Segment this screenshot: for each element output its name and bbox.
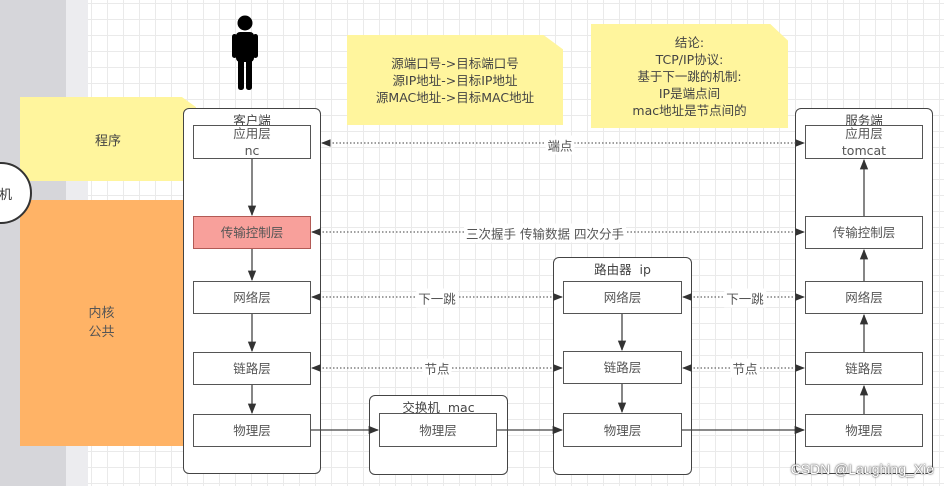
watermark: CSDN @Laughing_Xie xyxy=(790,461,934,477)
conclusion-note: 结论: TCP/IP协议: 基于下一跳的机制: IP是端点间 mac地址是节点间… xyxy=(591,24,788,128)
conclusion-line: IP是端点间 xyxy=(658,85,721,101)
node-right-label: 节点 xyxy=(730,358,760,378)
client-application-layer: 应用层 nc xyxy=(193,125,311,159)
layer-name: 网络层 xyxy=(845,290,883,305)
switch-physical-layer: 物理层 xyxy=(379,413,497,447)
layer-name: 传输控制层 xyxy=(832,225,896,240)
layer-name: 应用层 xyxy=(233,126,271,141)
conclusion-line: 基于下一跳的机制: xyxy=(637,68,742,84)
endpoint-link-label: 端点 xyxy=(545,135,575,155)
server-physical-layer: 物理层 xyxy=(805,414,923,447)
layer-name: 链路层 xyxy=(233,361,271,376)
layer-name: 物理层 xyxy=(845,423,883,438)
server-title: 服务端 xyxy=(845,113,883,128)
router-network-layer: 网络层 xyxy=(563,281,682,314)
layer-name: 链路层 xyxy=(845,361,883,376)
kernel-block: 内核 公共 xyxy=(20,200,183,446)
layer-name: 链路层 xyxy=(603,360,642,375)
layer-name: 网络层 xyxy=(233,290,271,305)
layer-name: 传输控制层 xyxy=(220,225,284,240)
switch-title: 交换机 mac xyxy=(402,400,475,415)
conclusion-line: mac地址是节点间的 xyxy=(632,102,747,118)
transport-link-label: 三次握手 传输数据 四次分手 xyxy=(464,223,626,243)
layer-sub: tomcat xyxy=(841,143,887,158)
node-left-label: 节点 xyxy=(422,358,452,378)
person-icon xyxy=(232,15,258,90)
client-network-layer: 网络层 xyxy=(193,281,311,314)
layer-name: 物理层 xyxy=(233,423,271,438)
router-physical-layer: 物理层 xyxy=(563,413,682,447)
conclusion-line: 结论: xyxy=(674,34,705,50)
layer-name: 物理层 xyxy=(419,422,457,438)
client-transport-layer: 传输控制层 xyxy=(193,216,311,249)
server-network-layer: 网络层 xyxy=(805,281,923,314)
server-application-layer: 应用层 tomcat xyxy=(805,125,923,159)
client-title: 客户端 xyxy=(233,113,271,128)
client-link-layer: 链路层 xyxy=(193,352,311,385)
next-hop-right-label: 下一跳 xyxy=(724,288,766,308)
server-transport-layer: 传输控制层 xyxy=(805,216,923,249)
client-physical-layer: 物理层 xyxy=(193,414,311,447)
program-note: 程序 xyxy=(20,97,196,181)
address-note-line: 源端口号->目标端口号 xyxy=(391,55,519,71)
address-note-line: 源MAC地址->目标MAC地址 xyxy=(375,89,535,105)
host-circle-label: 机 xyxy=(0,187,12,203)
program-label: 程序 xyxy=(94,133,121,149)
router-title: 路由器 ip xyxy=(594,262,651,277)
kernel-label-line1: 内核 xyxy=(88,306,115,321)
server-link-layer: 链路层 xyxy=(805,352,923,385)
layer-name: 应用层 xyxy=(845,126,883,141)
layer-name: 物理层 xyxy=(603,422,642,438)
address-note-line: 源IP地址->目标IP地址 xyxy=(392,72,518,88)
address-note: 源端口号->目标端口号 源IP地址->目标IP地址 源MAC地址->目标MAC地… xyxy=(347,35,563,125)
layer-sub: nc xyxy=(244,143,260,158)
next-hop-left-label: 下一跳 xyxy=(416,288,458,308)
kernel-label-line2: 公共 xyxy=(88,325,115,340)
layer-name: 网络层 xyxy=(603,290,642,305)
router-link-layer: 链路层 xyxy=(563,351,682,384)
conclusion-line: TCP/IP协议: xyxy=(655,51,724,67)
